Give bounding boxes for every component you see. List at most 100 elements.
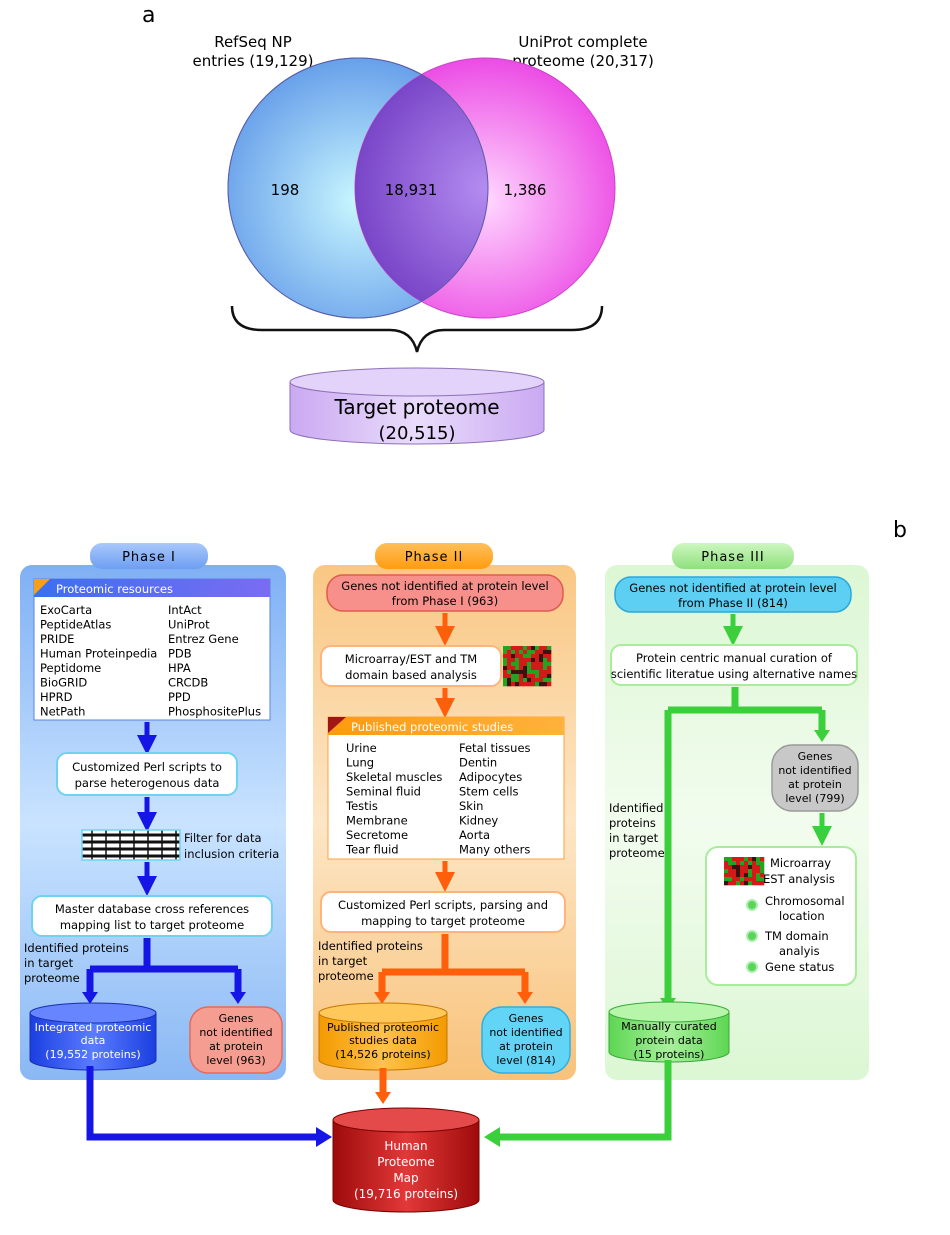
phase1-tab-label: Phase I (122, 550, 176, 565)
p1-filter-line1: Filter for data (184, 831, 262, 845)
venn-left-title-line2: entries (19,129) (193, 52, 314, 70)
heatmap-cell (535, 666, 540, 671)
heatmap-cell (539, 666, 544, 671)
heatmap-cell (539, 678, 544, 683)
p1-master-line1: Master database cross references (55, 902, 249, 916)
target-proteome-cylinder (289, 367, 545, 445)
heatmap-cell (547, 670, 552, 675)
heatmap-cell (744, 857, 749, 862)
p2-identified-line1: Identified proteins (318, 939, 423, 953)
heatmap-cell (543, 666, 548, 671)
heatmap-cell (752, 877, 757, 882)
heatmap-cell (539, 646, 544, 651)
heatmap-cell (740, 869, 745, 874)
panel-a-label: a (142, 3, 155, 28)
heatmap-cell (511, 650, 516, 655)
heatmap-cell (507, 670, 512, 675)
heatmap-cell (547, 654, 552, 659)
p1-split-arrowhead-left (82, 992, 98, 1004)
heatmap-cell (535, 674, 540, 679)
final-line3: Map (393, 1171, 418, 1185)
heatmap-cell (531, 678, 536, 683)
heatmap-cell (744, 873, 749, 878)
study-item: Secretome (346, 828, 408, 842)
p1-genes-line2: not identified (199, 1026, 272, 1039)
heatmap-cell (507, 666, 512, 671)
heatmap-cell (527, 650, 532, 655)
p3-curated-line1: Manually curated (621, 1020, 716, 1033)
study-item: Urine (346, 741, 377, 755)
p1-genes-box (189, 1006, 283, 1074)
heatmap-cell (740, 861, 745, 866)
heatmap-cell (523, 654, 528, 659)
heatmap-cell (728, 869, 733, 874)
p2-start-box (326, 574, 564, 612)
heatmap-cell (543, 646, 548, 651)
p3-curated-line2: protein data (635, 1034, 702, 1047)
p3-genes-line3: at protein (788, 778, 842, 791)
p2-heatmap-icon (503, 646, 552, 687)
heatmap-cell (511, 678, 516, 683)
p3-curation-line1: Protein centric manual curation of (636, 651, 833, 665)
target-proteome-label: Target proteome (333, 395, 499, 419)
study-item: Membrane (346, 814, 408, 828)
p2-micro-line1: Microarray/EST and TM (345, 652, 477, 666)
p3-identified-line4: proteome (609, 846, 665, 860)
p2-micro-box (320, 645, 502, 687)
heatmap-cell (527, 678, 532, 683)
heatmap-cell (736, 861, 741, 866)
heatmap-cell (503, 666, 508, 671)
heatmap-cell (760, 861, 765, 866)
p2-genes-line4: level (814) (496, 1054, 555, 1067)
heatmap-cell (535, 678, 540, 683)
heatmap-cell (740, 881, 745, 886)
heatmap-cell (531, 646, 536, 651)
p3-heatmap-icon (724, 857, 765, 886)
venn-left-only-count: 198 (271, 181, 300, 199)
heatmap-cell (756, 865, 761, 870)
curated-data-cylinder (608, 1001, 730, 1063)
heatmap-cell (515, 650, 520, 655)
heatmap-cell (519, 654, 524, 659)
heatmap-cell (503, 662, 508, 667)
heatmap-cell (507, 654, 512, 659)
phase3-tab-label: Phase III (701, 550, 764, 565)
heatmap-cell (515, 654, 520, 659)
p1-split-connector (86, 938, 242, 995)
heatmap-cell (531, 658, 536, 663)
heatmap-cell (748, 857, 753, 862)
heatmap-cell (732, 865, 737, 870)
heatmap-cell (756, 877, 761, 882)
heatmap-cell (748, 869, 753, 874)
heatmap-cell (519, 646, 524, 651)
venn-left-outline (227, 57, 489, 319)
p3-genes-box (771, 744, 859, 812)
heatmap-cell (539, 658, 544, 663)
heatmap-cell (519, 666, 524, 671)
heatmap-cell (724, 881, 729, 886)
heatmap-cell (527, 674, 532, 679)
heatmap-cell (539, 670, 544, 675)
resource-item: PDB (168, 647, 192, 661)
heatmap-cell (527, 658, 532, 663)
p1-integrated-line2: data (81, 1034, 106, 1047)
heatmap-cell (507, 646, 512, 651)
heatmap-cell (748, 877, 753, 882)
heatmap-cell (724, 861, 729, 866)
proteomic-resources-header (34, 579, 270, 597)
p1-genes-line4: level (963) (206, 1054, 265, 1067)
heatmap-cell (539, 654, 544, 659)
heatmap-cell (728, 881, 733, 886)
final-line2: Proteome (377, 1155, 435, 1169)
p2-perl-line2: mapping to target proteome (361, 914, 525, 928)
heatmap-cell (527, 654, 532, 659)
p2-published-line1: Published proteomic (327, 1021, 439, 1034)
heatmap-cell (728, 861, 733, 866)
p1-filter-line2: inclusion criteria (184, 847, 279, 861)
heatmap-cell (535, 670, 540, 675)
p2-start-line1: Genes not identified at protein level (341, 579, 548, 593)
filter-grid-icon (81, 829, 181, 861)
heatmap-cell (523, 646, 528, 651)
